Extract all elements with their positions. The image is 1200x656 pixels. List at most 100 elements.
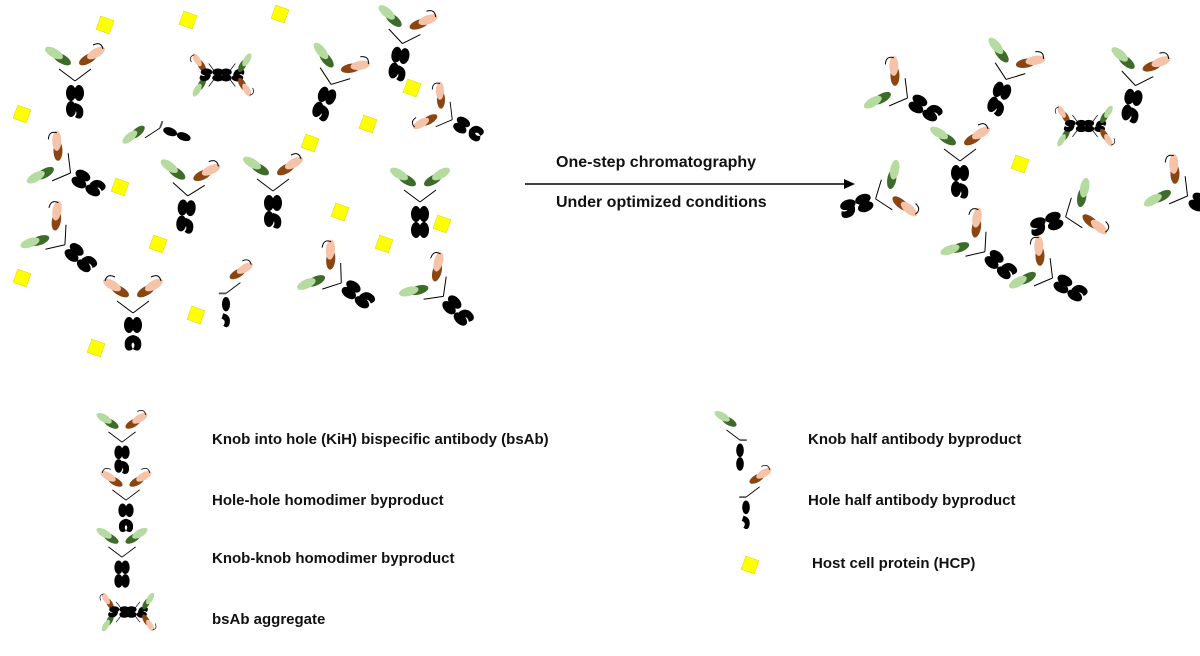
knob-fab-light — [26, 170, 45, 184]
hcp-square — [374, 234, 394, 254]
hcp-square — [740, 555, 760, 575]
hole-fab-outline — [968, 208, 979, 215]
fc-hole-ch3 — [81, 256, 98, 268]
hole-fab-light — [242, 83, 252, 97]
legend-label-hole-half: Hole half antibody byproduct — [808, 492, 1016, 509]
hole_hole-molecule — [411, 81, 484, 142]
purified-product-group — [840, 37, 1200, 302]
legend-label-knob-knob: Knob-knob homodimer byproduct — [212, 550, 455, 567]
hole-fab-light — [1034, 235, 1044, 256]
hole-fab-outline — [101, 467, 111, 474]
fc-hole-ch2 — [857, 201, 874, 213]
hole-fab-light — [418, 14, 438, 26]
legend-icons-group — [96, 409, 772, 632]
fc-hole-ch2 — [448, 295, 462, 309]
hole-fab-outline — [1104, 221, 1110, 233]
hole-fab-light — [1169, 153, 1179, 174]
hole-fab-outline — [152, 623, 157, 631]
fc-hole-ch3 — [1127, 107, 1139, 124]
fc-knob-ch3 — [736, 457, 744, 471]
hole-fab-outline — [1159, 52, 1170, 60]
fc-hole-ch3 — [394, 65, 406, 82]
hcp-square — [148, 234, 168, 254]
hole-fab-outline — [208, 160, 219, 167]
knob-fab-light — [20, 237, 40, 249]
hcp-square — [358, 114, 378, 134]
fc-hole-ch3 — [458, 309, 474, 322]
hole-fab-outline — [1035, 51, 1044, 59]
hinge-line — [959, 148, 977, 162]
hinge-line — [272, 178, 290, 192]
fc-hole-ch3 — [993, 100, 1005, 117]
hole-fab-light — [972, 207, 982, 228]
hcp-square — [1010, 154, 1030, 174]
knob-fab-light — [242, 53, 252, 67]
fc-hole-ch2 — [272, 195, 282, 211]
hinge-line — [187, 184, 205, 197]
knob-fab-light — [132, 527, 148, 539]
knob-fab-light — [1057, 134, 1066, 147]
fc-hole-ch2 — [1000, 84, 1012, 100]
fc-knob-ch2 — [212, 68, 224, 76]
hinge-line — [442, 276, 447, 297]
hole-fab-outline — [1054, 106, 1059, 114]
kih-molecule — [26, 130, 106, 197]
hinge-line — [1184, 176, 1189, 197]
fc-knob-ch2 — [177, 199, 188, 216]
hole-fab-light — [1151, 56, 1171, 68]
hole-fab-light — [136, 470, 152, 482]
hole-fab-outline — [150, 275, 162, 282]
fc-hole-ch3 — [72, 103, 84, 119]
fc-hole-ch2 — [125, 503, 134, 518]
kih-molecule — [1143, 153, 1200, 212]
legend-label-kih: Knob into hole (KiH) bispecific antibody… — [212, 431, 549, 448]
hole-fab-light — [87, 46, 105, 60]
fc-knob-ch3 — [987, 96, 999, 113]
fc-hole-ch2 — [220, 68, 232, 76]
hinge-line — [172, 182, 189, 197]
fc-knob-ch3 — [200, 68, 213, 76]
hole-fab-outline — [249, 87, 254, 96]
knob_half-molecule — [714, 410, 747, 471]
hinge-line — [131, 601, 141, 613]
hinge-line — [132, 300, 150, 314]
hinge-line — [423, 295, 444, 300]
fc-hole-ch2 — [74, 85, 84, 101]
fc-hole-ch3 — [741, 515, 750, 530]
fc-hole-ch2 — [132, 317, 142, 333]
hinge-line — [1168, 195, 1188, 205]
fc-hole-ch2 — [221, 297, 231, 312]
fc-hole-ch3 — [469, 125, 484, 136]
hole-fab-light — [132, 412, 148, 424]
fc-hole-ch2 — [1083, 119, 1095, 127]
fc-hole-ch3 — [1071, 284, 1088, 296]
fc-knob-ch3 — [1121, 104, 1132, 121]
fc-hole-ch3 — [841, 205, 856, 219]
fc-hole-ch3 — [1001, 263, 1018, 275]
hinge-line — [1065, 216, 1083, 229]
fc-hole-ch2 — [1132, 90, 1143, 107]
aggregate-molecule — [190, 53, 254, 97]
hole-fab-light — [52, 200, 62, 221]
hinge-line — [322, 282, 342, 290]
kih-molecule — [940, 207, 1018, 280]
hcp-square — [300, 133, 320, 153]
hinge-line — [875, 179, 882, 200]
hinge-line — [888, 97, 908, 107]
fc-hole-ch3 — [119, 460, 130, 475]
fc-hole-ch3 — [318, 105, 330, 122]
fc-hole-ch2 — [1057, 274, 1073, 287]
hole-fab-light — [1057, 105, 1066, 118]
knob-fab-light — [45, 46, 63, 60]
hinge-line — [64, 224, 67, 245]
hinge-line — [131, 611, 141, 623]
hcp-square — [86, 338, 106, 358]
hinge-line — [226, 63, 236, 76]
hole-fab-outline — [92, 43, 104, 50]
knob-fab-light — [988, 37, 1004, 55]
fc-hole-ch3 — [270, 213, 282, 229]
hcp-square — [95, 15, 115, 35]
fc-knob-ch2 — [1075, 119, 1087, 127]
fc-knob-ch3 — [114, 574, 123, 588]
fc-hole-ch2 — [742, 500, 750, 515]
